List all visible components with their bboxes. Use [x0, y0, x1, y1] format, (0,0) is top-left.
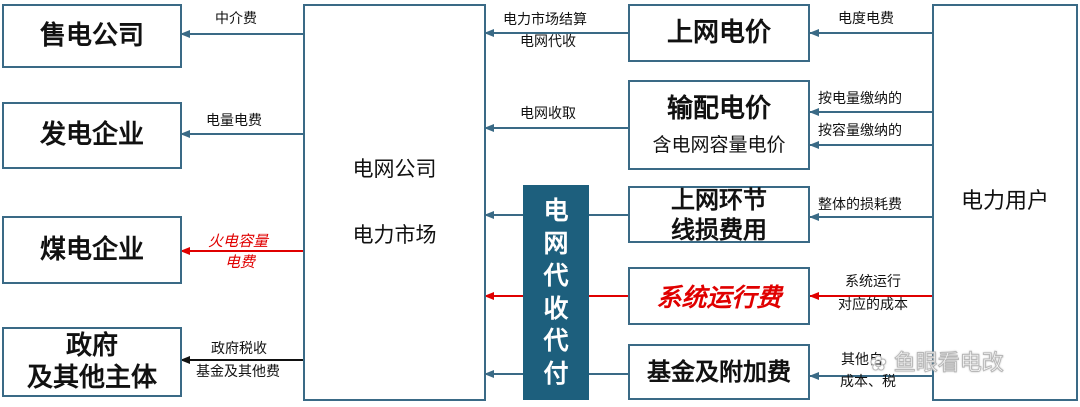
gov-tax-label-1: 政府税收	[211, 341, 267, 357]
gen-enterprise-label: 发电企业	[39, 120, 144, 151]
wechat-icon: ✿	[870, 351, 888, 376]
bar-char: 代	[543, 326, 569, 355]
overall-loss-label: 整体的损耗费	[818, 197, 902, 213]
thermal-capacity-label-1: 火电容量	[208, 232, 269, 250]
kwh-fee-label: 电度电费	[838, 11, 894, 27]
bar-char: 付	[543, 358, 569, 388]
line-loss-label-1: 上网环节	[671, 185, 767, 214]
bar-char: 收	[543, 293, 569, 323]
other-label-2: 成本、税	[840, 374, 896, 390]
bar-char: 网	[543, 228, 569, 258]
government-label-2: 及其他主体	[26, 363, 157, 393]
fund-surcharge-box: 基金及附加费	[628, 344, 810, 400]
sales-company-box: 售电公司	[2, 4, 182, 68]
government-label-1: 政府	[65, 330, 118, 361]
transmission-price-box: 输配电价 含电网容量电价	[628, 80, 810, 170]
system-operation-fee-box: 系统运行费	[628, 267, 810, 325]
government-box: 政府 及其他主体	[2, 327, 182, 397]
power-user-box: 电力用户	[932, 4, 1078, 401]
transmission-price-sub-label: 含电网容量电价	[652, 133, 786, 156]
line-loss-label-2: 线损费用	[671, 215, 767, 244]
grid-company-label: 电网公司	[352, 157, 437, 182]
sys-op-label-2: 对应的成本	[838, 297, 908, 313]
transmission-price-label: 输配电价	[666, 94, 771, 125]
thermal-capacity-label-2: 电费	[225, 253, 256, 271]
bar-char: 代	[543, 261, 569, 290]
grid-collect-label: 电网收取	[520, 106, 576, 122]
on-grid-price-box: 上网电价	[628, 4, 810, 62]
power-market-label: 电力市场	[352, 222, 437, 247]
gov-tax-label-2: 基金及其他费	[196, 364, 280, 380]
on-grid-price-label: 上网电价	[666, 17, 771, 48]
intermediary-fee-label: 中介费	[215, 11, 257, 27]
coal-enterprise-box: 煤电企业	[2, 216, 182, 284]
market-settle-label-2: 电网代收	[520, 34, 576, 50]
fund-surcharge-label: 基金及附加费	[647, 358, 791, 386]
pay-by-capacity-label: 按容量缴纳的	[818, 123, 902, 139]
grid-collect-pay-bar: 电 网 代 收 代 付	[523, 185, 589, 400]
line-loss-box: 上网环节 线损费用	[628, 185, 810, 244]
watermark-text: 鱼眼看电改	[893, 351, 1004, 377]
energy-fee-label: 电量电费	[206, 113, 262, 129]
coal-enterprise-label: 煤电企业	[39, 234, 144, 265]
power-user-label: 电力用户	[960, 189, 1049, 215]
pay-by-energy-label: 按电量缴纳的	[818, 91, 902, 107]
gen-enterprise-box: 发电企业	[2, 102, 182, 169]
other-label-1: 其他自	[841, 352, 883, 368]
sys-op-label-1: 系统运行	[845, 274, 901, 290]
grid-company-box: 电网公司 电力市场	[303, 4, 486, 401]
sales-company-label: 售电公司	[39, 20, 144, 51]
market-settle-label-1: 电力市场结算	[503, 12, 587, 28]
wechat-watermark: ✿ 鱼眼看电改	[870, 345, 1005, 377]
system-operation-fee-label: 系统运行费	[656, 283, 782, 312]
bar-char: 电	[543, 196, 569, 225]
